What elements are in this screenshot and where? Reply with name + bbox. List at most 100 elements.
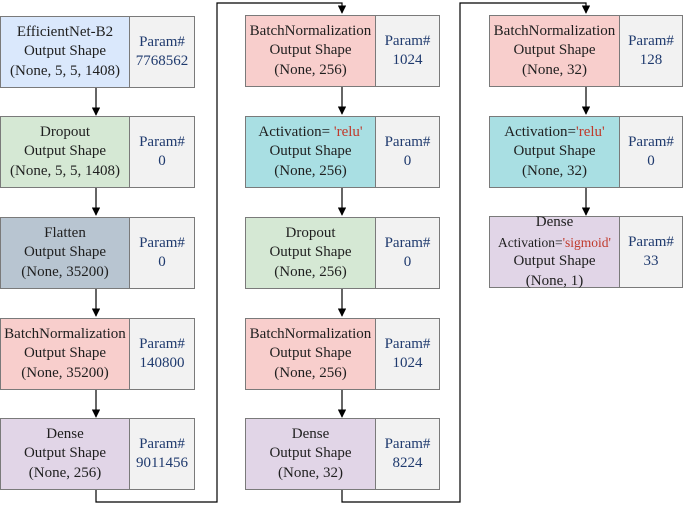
activation-function: 'relu' (333, 123, 363, 140)
layer-cell: Activation='relu' Output Shape (None, 32… (489, 116, 620, 188)
output-shape-label: Output Shape (513, 42, 596, 59)
param-value: 0 (403, 254, 412, 270)
layer-cell: Flatten Output Shape (None, 35200) (0, 217, 130, 289)
param-label: Param# (384, 133, 431, 150)
output-shape-label: Output Shape (23, 143, 107, 160)
output-shape-value: (None, 256) (274, 162, 347, 179)
node-activation-relu-2: Activation='relu' Output Shape (None, 32… (489, 116, 683, 188)
layer-name: BatchNormalization (249, 325, 372, 342)
layer-cell: Dense Output Shape (None, 256) (0, 418, 130, 490)
param-value: 128 (639, 52, 663, 68)
layer-cell: Dense Activation='sigmoid' Output Shape … (489, 214, 620, 289)
node-dense-2: Dense Output Shape (None, 32) Param# 822… (245, 418, 440, 490)
activation-prefix: Activation= (258, 123, 334, 140)
output-shape-value: (None, 32) (522, 162, 587, 179)
activation-prefix: Activation= (504, 123, 577, 140)
output-shape-label: Output Shape (23, 345, 107, 362)
param-cell: Param# 128 (620, 15, 683, 87)
connector-col1-col2 (95, 2, 347, 503)
param-value: 7768562 (135, 53, 189, 69)
layer-cell: Dense Output Shape (None, 32) (245, 418, 376, 490)
param-label: Param# (628, 133, 674, 150)
layer-name: BatchNormalization (493, 22, 616, 39)
param-cell: Param# 0 (620, 116, 683, 188)
node-batchnorm-1: BatchNormalization Output Shape (None, 3… (0, 318, 195, 390)
param-label: Param# (139, 33, 185, 50)
node-efficientnet-b2: EfficientNet-B2 Output Shape (None, 5, 5… (0, 16, 195, 88)
param-label: Param# (384, 234, 431, 251)
activation-function: 'sigmoid' (562, 234, 611, 250)
layer-name: EfficientNet-B2 (16, 23, 114, 40)
output-shape-value: (None, 35200) (21, 263, 109, 280)
layer-name: Dense (291, 425, 330, 442)
param-value: 9011456 (136, 455, 188, 471)
activation-label: Activation='relu' (504, 123, 605, 143)
output-shape-value: (None, 1) (525, 272, 584, 289)
output-shape-label: Output Shape (23, 244, 107, 261)
node-batchnorm-2: BatchNormalization Output Shape (None, 2… (245, 15, 440, 87)
param-cell: Param# 0 (130, 217, 195, 289)
activation-label: Activation= 'relu' (258, 123, 362, 143)
layer-cell: BatchNormalization Output Shape (None, 3… (0, 318, 130, 390)
param-label: Param# (139, 234, 185, 251)
node-dropout-1: Dropout Output Shape (None, 5, 5, 1408) … (0, 116, 195, 188)
output-shape-label: Output Shape (269, 143, 352, 160)
param-label: Param# (384, 335, 431, 352)
param-label: Param# (628, 32, 674, 49)
param-cell: Param# 33 (620, 216, 683, 288)
layer-cell: BatchNormalization Output Shape (None, 3… (489, 15, 620, 87)
param-cell: Param# 7768562 (130, 16, 195, 88)
output-shape-value: (None, 256) (28, 464, 102, 481)
param-value: 0 (647, 153, 655, 169)
output-shape-label: Output Shape (513, 143, 596, 160)
output-shape-value: (None, 5, 5, 1408) (10, 162, 120, 179)
param-cell: Param# 140800 (130, 318, 195, 390)
output-shape-value: (None, 256) (274, 263, 347, 280)
output-shape-value: (None, 35200) (21, 364, 109, 381)
param-cell: Param# 0 (376, 116, 440, 188)
output-shape-value: (None, 256) (274, 61, 347, 78)
output-shape-label: Output Shape (23, 43, 107, 60)
param-value: 140800 (139, 355, 185, 371)
param-value: 33 (643, 253, 659, 269)
output-shape-label: Output Shape (269, 244, 352, 261)
param-cell: Param# 1024 (376, 15, 440, 87)
output-shape-label: Output Shape (269, 345, 352, 362)
node-activation-relu-1: Activation= 'relu' Output Shape (None, 2… (245, 116, 440, 188)
output-shape-value: (None, 32) (278, 464, 343, 481)
layer-name: Flatten (44, 224, 86, 241)
param-cell: Param# 0 (130, 116, 195, 188)
param-cell: Param# 8224 (376, 418, 440, 490)
layer-name: BatchNormalization (249, 22, 372, 39)
node-batchnorm-4: BatchNormalization Output Shape (None, 3… (489, 15, 683, 87)
layer-name: Dropout (40, 123, 90, 140)
param-cell: Param# 0 (376, 217, 440, 289)
param-value: 1024 (392, 355, 423, 371)
layer-cell: EfficientNet-B2 Output Shape (None, 5, 5… (0, 16, 130, 88)
node-dense-1: Dense Output Shape (None, 256) Param# 90… (0, 418, 195, 490)
layer-cell: Dropout Output Shape (None, 5, 5, 1408) (0, 116, 130, 188)
layer-name: BatchNormalization (4, 325, 126, 342)
activation-prefix: Activation= (498, 234, 563, 250)
param-label: Param# (384, 32, 431, 49)
node-dropout-2: Dropout Output Shape (None, 256) Param# … (245, 217, 440, 289)
node-flatten: Flatten Output Shape (None, 35200) Param… (0, 217, 195, 289)
activation-label: Activation='sigmoid' (498, 233, 611, 253)
output-shape-label: Output Shape (269, 445, 352, 462)
param-value: 8224 (392, 455, 423, 471)
connector-col2-col3 (341, 2, 591, 503)
param-cell: Param# 1024 (376, 318, 440, 390)
param-cell: Param# 9011456 (130, 418, 195, 490)
layer-name: Dropout (285, 224, 336, 241)
output-shape-value: (None, 32) (522, 61, 587, 78)
activation-function: 'relu' (576, 123, 605, 140)
param-label: Param# (384, 435, 431, 452)
output-shape-value: (None, 256) (274, 364, 347, 381)
param-label: Param# (139, 133, 185, 150)
layer-cell: Activation= 'relu' Output Shape (None, 2… (245, 116, 376, 188)
param-value: 1024 (392, 52, 423, 68)
layer-name: Dense (46, 425, 84, 442)
output-shape-label: Output Shape (513, 253, 596, 269)
param-value: 0 (403, 153, 412, 169)
